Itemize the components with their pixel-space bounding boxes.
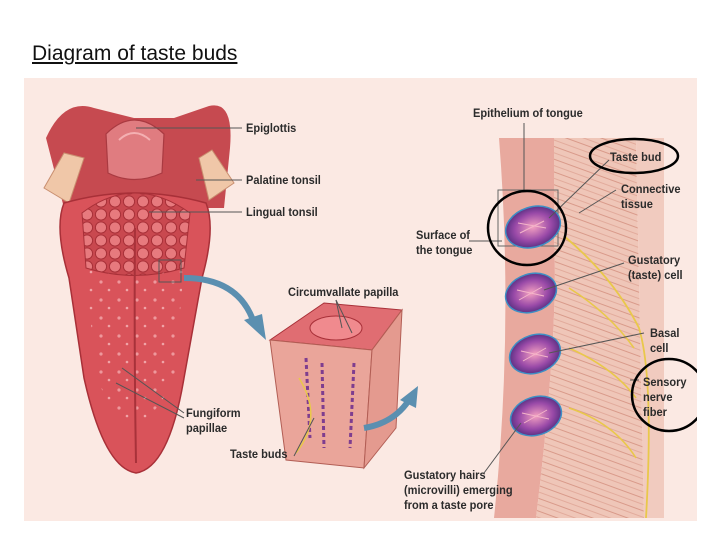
- label-sensory-line-1: Sensory: [643, 375, 687, 389]
- magnify-arrow-1-head: [244, 314, 266, 340]
- label-connective-line-2: tissue: [621, 197, 653, 211]
- label-fungiform-papillae: Fungiform papillae: [186, 406, 241, 436]
- page-title: Diagram of taste buds: [32, 42, 238, 65]
- tongue: [59, 192, 211, 474]
- label-epithelium: Epithelium of tongue: [473, 106, 583, 120]
- taste-bud-3: [508, 333, 562, 375]
- label-lingual-tonsil: Lingual tonsil: [246, 205, 318, 219]
- highlight-circle-sensory-fiber: [630, 357, 697, 433]
- magnify-arrow-1: [183, 275, 257, 325]
- label-epiglottis: Epiglottis: [246, 121, 297, 135]
- circumvallate-block: [268, 302, 403, 470]
- label-surface-line-2: the tongue: [416, 243, 473, 257]
- label-surface-of-tongue: Surface of the tongue: [416, 228, 472, 258]
- leader-lines: [115, 123, 645, 474]
- label-basal-cell: Basal cell: [650, 326, 679, 356]
- label-fungiform-line-2: papillae: [186, 421, 228, 435]
- label-basal-line-2: cell: [650, 341, 669, 355]
- label-connective-line-1: Connective: [621, 182, 681, 196]
- label-connective-tissue: Connective tissue: [621, 182, 681, 212]
- highlight-circle-taste-bud-1: [486, 189, 568, 267]
- label-gustatory-cell-line-2: (taste) cell: [628, 268, 683, 282]
- label-taste-bud: Taste bud: [610, 150, 662, 164]
- label-taste-buds: Taste buds: [230, 447, 288, 461]
- label-sensory-line-2: nerve: [643, 390, 673, 404]
- label-sensory-nerve-fiber: Sensory nerve fiber: [643, 375, 687, 420]
- label-palatine-tonsil: Palatine tonsil: [246, 173, 321, 187]
- epiglottis-shape: [105, 119, 165, 181]
- magnify-arrow-2-head: [400, 386, 418, 408]
- highlight-circle-taste-bud-label: [588, 137, 680, 175]
- label-gustatory-hairs: Gustatory hairs (microvilli) emerging fr…: [404, 468, 513, 513]
- label-sensory-line-3: fiber: [643, 405, 667, 419]
- label-hairs-line-2: (microvilli) emerging: [404, 483, 513, 497]
- taste-bud-1: [504, 205, 562, 249]
- label-hairs-line-1: Gustatory hairs: [404, 468, 486, 482]
- label-basal-line-1: Basal: [650, 326, 680, 340]
- taste-bud-2: [504, 272, 558, 314]
- label-circumvallate-papilla: Circumvallate papilla: [288, 285, 399, 299]
- figure-illustration: [43, 105, 697, 519]
- taste-bud-4: [509, 395, 563, 437]
- label-gustatory-cell-line-1: Gustatory: [628, 253, 681, 267]
- magnify-arrow-2: [363, 398, 412, 431]
- label-fungiform-line-1: Fungiform: [186, 406, 241, 420]
- label-surface-line-1: Surface of: [416, 228, 470, 242]
- taste-bud-figure: Epiglottis Palatine tonsil Lingual tonsi…: [24, 78, 697, 521]
- label-gustatory-cell: Gustatory (taste) cell: [628, 253, 683, 283]
- label-hairs-line-3: from a taste pore: [404, 498, 494, 512]
